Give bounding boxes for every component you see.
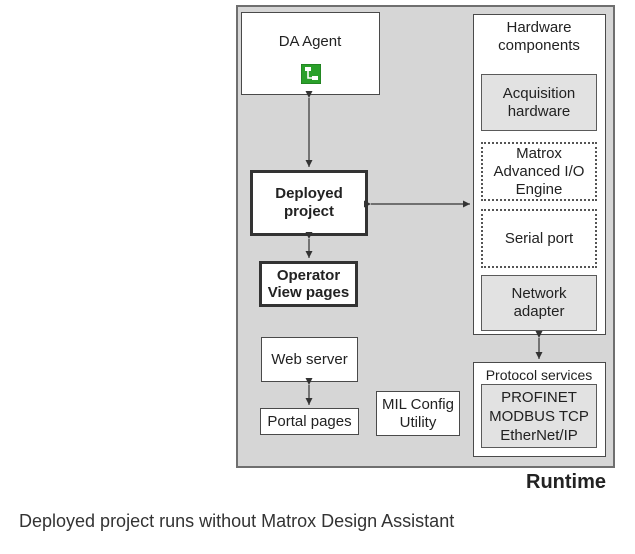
operator-view-pages-box: Operator View pages: [259, 261, 358, 307]
acquisition-hardware-box: Acquisition hardware: [481, 74, 597, 131]
mil-config-utility-box: MIL Config Utility: [376, 391, 460, 436]
da-agent-label: DA Agent: [278, 33, 342, 50]
operator-view-pages-label: Operator View pages: [267, 267, 350, 301]
portal-pages-label: Portal pages: [267, 412, 352, 430]
serial-port-label: Serial port: [504, 229, 574, 247]
portal-pages-box: Portal pages: [260, 408, 359, 435]
da-agent-box: DA Agent: [241, 12, 380, 95]
advanced-io-engine-label: Matrox Advanced I/O Engine: [493, 144, 585, 198]
deployed-project-box: Deployed project: [250, 170, 368, 236]
caption: Deployed project runs without Matrox Des…: [19, 511, 455, 531]
hardware-components-title: Hardware components: [498, 19, 580, 54]
mil-config-utility-label: MIL Config Utility: [382, 395, 454, 431]
network-adapter-label: Network adapter: [511, 285, 567, 320]
runtime-label: Runtime: [526, 471, 606, 493]
advanced-io-engine-box: Matrox Advanced I/O Engine: [481, 142, 597, 201]
web-server-box: Web server: [261, 337, 358, 382]
network-adapter-box: Network adapter: [481, 275, 597, 331]
acquisition-hardware-label: Acquisition hardware: [502, 84, 576, 120]
protocol-item: MODBUS TCP: [489, 407, 589, 425]
web-server-label: Web server: [271, 350, 348, 368]
serial-port-box: Serial port: [481, 209, 597, 268]
protocol-services-title: Protocol services: [485, 367, 593, 383]
deployed-project-label: Deployed project: [275, 185, 343, 220]
protocol-item: EtherNet/IP: [500, 426, 578, 444]
protocol-item: PROFINET: [501, 388, 577, 406]
protocol-list-box: PROFINET MODBUS TCP EtherNet/IP: [481, 384, 597, 448]
